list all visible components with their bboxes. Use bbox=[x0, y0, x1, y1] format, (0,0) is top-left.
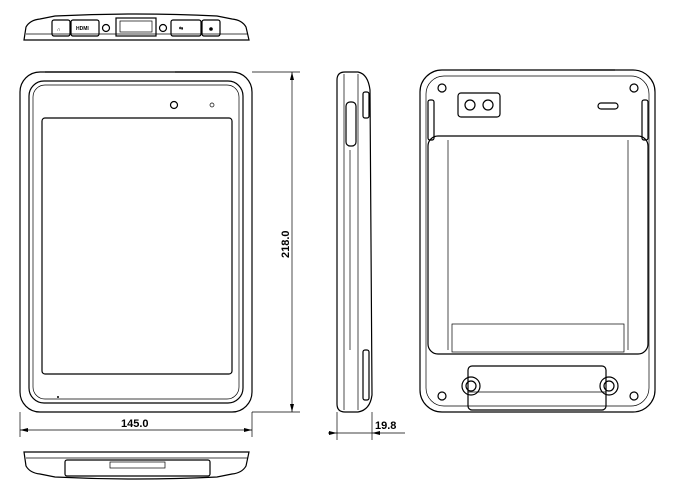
screen bbox=[41, 117, 233, 375]
width-dimension: 145.0 bbox=[19, 412, 253, 437]
usb-port bbox=[170, 19, 202, 37]
width-value: 145.0 bbox=[121, 418, 149, 430]
height-dimension: 218.0 bbox=[252, 71, 300, 413]
top-view: ∩ HDMI ⇆ bbox=[23, 13, 250, 41]
rear-camera-module bbox=[457, 92, 501, 118]
height-value: 218.0 bbox=[280, 230, 292, 258]
headphone-port bbox=[51, 19, 71, 37]
svg-text:∩: ∩ bbox=[57, 27, 61, 33]
side-view bbox=[336, 71, 373, 413]
svg-text:⇆: ⇆ bbox=[179, 25, 184, 32]
hdmi-port bbox=[70, 19, 100, 37]
hdmi-label: HDMI bbox=[76, 26, 89, 32]
side-button bbox=[345, 101, 357, 147]
button-icon bbox=[158, 23, 168, 33]
battery-cover bbox=[427, 135, 649, 355]
front-camera-icon bbox=[169, 100, 179, 110]
dock-connector-cover bbox=[467, 365, 607, 411]
speaker-grille bbox=[451, 323, 625, 353]
front-view bbox=[19, 71, 253, 413]
button-icon bbox=[101, 23, 111, 33]
rear-camera-icon bbox=[464, 99, 476, 111]
depth-dimension: 19.8 bbox=[328, 412, 405, 440]
power-port bbox=[201, 19, 221, 37]
depth-value: 19.8 bbox=[375, 420, 396, 432]
flash-icon bbox=[482, 99, 494, 111]
docking-port bbox=[115, 17, 157, 37]
back-view bbox=[419, 69, 656, 413]
light-sensor-icon bbox=[209, 102, 215, 108]
bottom-view bbox=[23, 451, 250, 480]
dock-connector bbox=[64, 459, 211, 477]
